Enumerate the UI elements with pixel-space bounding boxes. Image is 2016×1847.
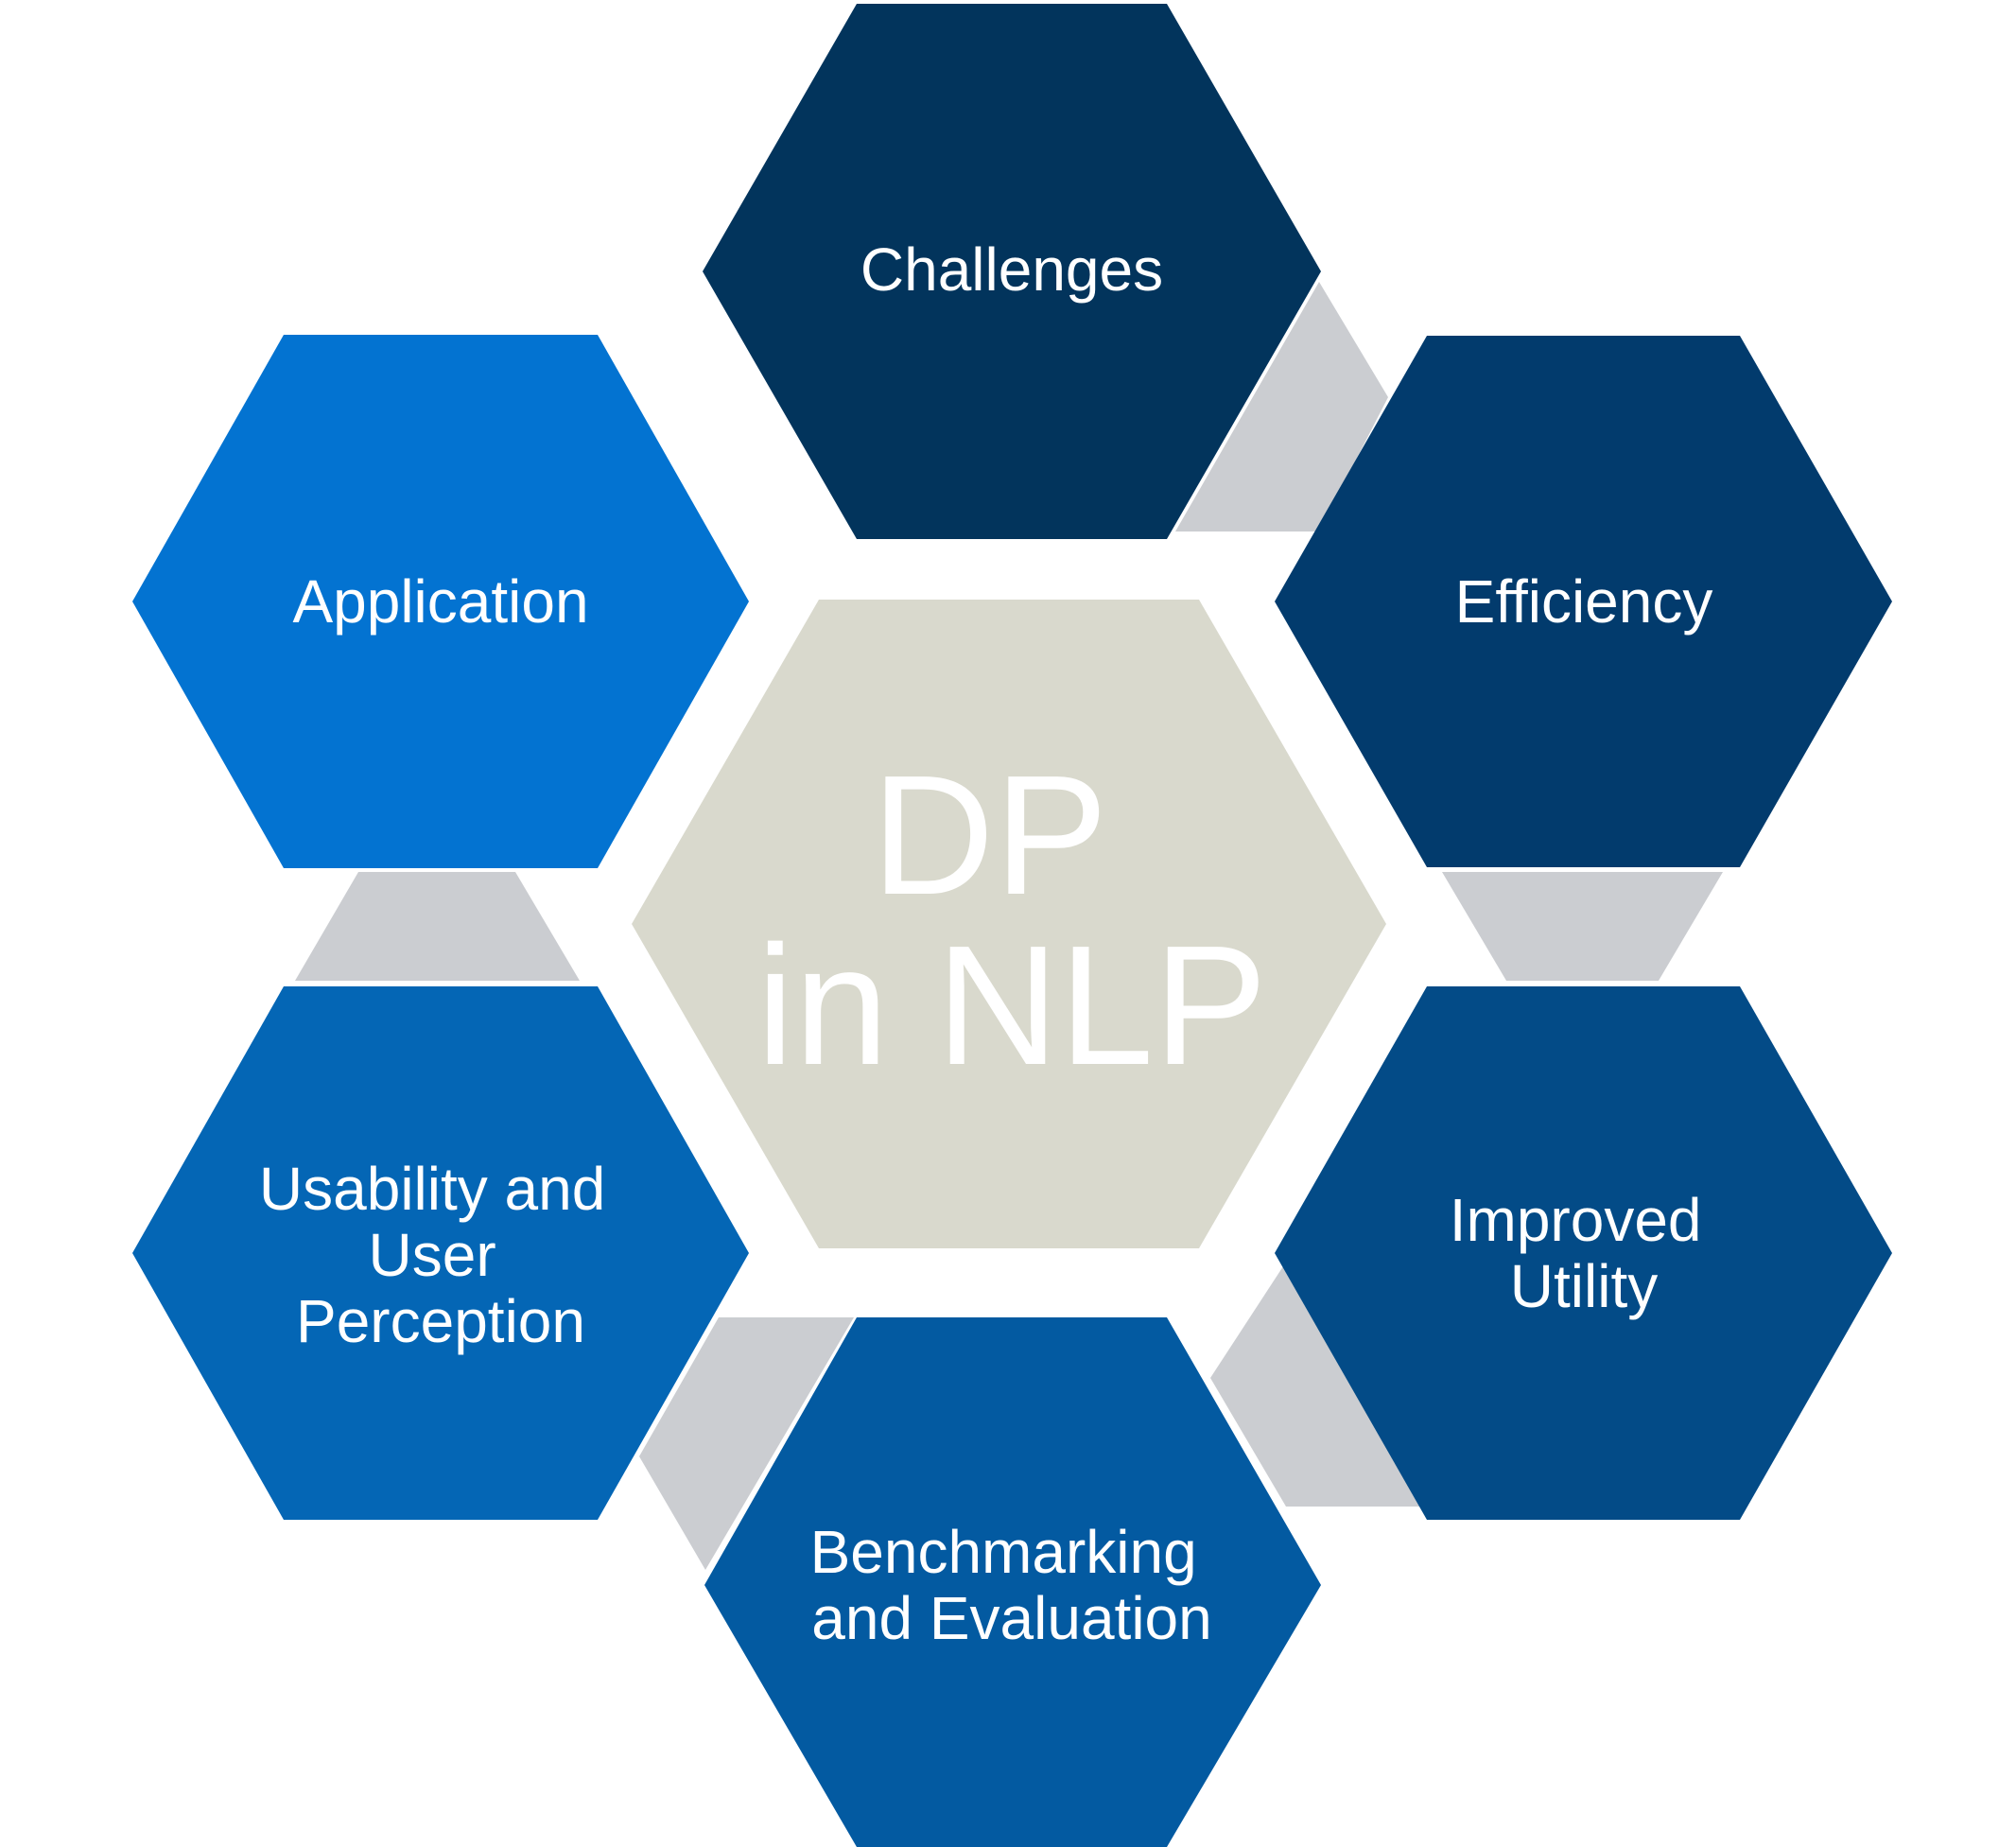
hexagon-improved-utility: Improved Utility xyxy=(1275,986,1892,1520)
hexagon-efficiency: Efficiency xyxy=(1275,336,1892,867)
hexagon-usability-line-3: Perception xyxy=(296,1287,585,1355)
hexagon-efficiency-shape xyxy=(1275,336,1892,867)
hexagon-usability-line-2: User xyxy=(369,1221,496,1289)
hexagon-usability-line-1: Usability and xyxy=(259,1155,605,1223)
center-title-line-1: DP xyxy=(872,741,1105,931)
hexagon-challenges: Challenges xyxy=(703,4,1321,539)
hexagon-efficiency-label: Efficiency xyxy=(1455,567,1713,636)
hexagon-benchmarking-line-2: and Evaluation xyxy=(811,1584,1211,1652)
connector-usability-application xyxy=(295,872,580,981)
hexagon-benchmarking-shape xyxy=(704,1317,1321,1847)
hexagon-benchmarking-label: Benchmarking and Evaluation xyxy=(810,1518,1214,1652)
hexagon-challenges-line-1: Challenges xyxy=(860,235,1163,304)
hexagon-usability-shape xyxy=(132,986,749,1520)
hexagon-center-shape xyxy=(632,600,1386,1248)
hexagon-improved-utility-line-1: Improved xyxy=(1450,1186,1702,1254)
connector-efficiency-improved-utility xyxy=(1442,872,1723,981)
hexagon-center: DP in NLP xyxy=(632,600,1386,1248)
hexagon-benchmarking: Benchmarking and Evaluation xyxy=(704,1317,1321,1847)
hexagon-improved-utility-label: Improved Utility xyxy=(1450,1186,1719,1320)
hexagon-efficiency-line-1: Efficiency xyxy=(1455,567,1713,636)
hexagon-application-shape xyxy=(132,335,749,868)
hexagon-usability: Usability and User Perception xyxy=(132,986,749,1520)
center-title-line-2: in NLP xyxy=(756,911,1267,1101)
hexagon-application-line-1: Application xyxy=(292,567,588,636)
connectors-layer xyxy=(295,282,1723,1570)
hexagon-application: Application xyxy=(132,335,749,868)
hexagon-challenges-shape xyxy=(703,4,1321,539)
center-title: DP in NLP xyxy=(756,741,1267,1101)
connector-challenges-efficiency xyxy=(1175,282,1388,531)
connector-improved-utility-benchmarking xyxy=(1210,1266,1427,1507)
hexagon-usability-label: Usability and User Perception xyxy=(259,1155,622,1355)
hexagon-improved-utility-shape xyxy=(1275,986,1892,1520)
hexagon-improved-utility-line-2: Utility xyxy=(1510,1252,1658,1320)
hexagon-benchmarking-line-1: Benchmarking xyxy=(810,1518,1197,1586)
hexagon-challenges-label: Challenges xyxy=(860,235,1163,304)
connector-benchmarking-usability xyxy=(639,1317,854,1570)
hexagon-application-label: Application xyxy=(292,567,588,636)
